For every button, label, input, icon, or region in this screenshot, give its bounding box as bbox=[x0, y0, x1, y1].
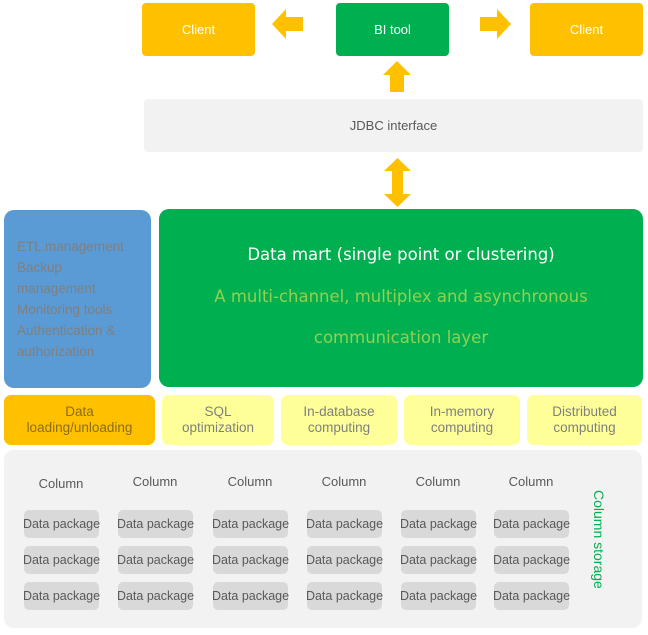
arrow-up-icon bbox=[383, 61, 411, 92]
management-line: authorization bbox=[17, 344, 95, 359]
column-header: Column bbox=[227, 474, 273, 489]
client-right-label: Client bbox=[569, 22, 604, 37]
feature-line: SQL bbox=[204, 404, 232, 419]
data-package: Data package bbox=[493, 546, 570, 574]
feature-line: Data bbox=[65, 404, 94, 419]
data-package: Data package bbox=[23, 582, 100, 610]
feature-line: computing bbox=[553, 420, 616, 435]
data-package: Data package bbox=[23, 546, 100, 574]
column-header: Column bbox=[415, 474, 461, 489]
data-package: Data package bbox=[306, 582, 383, 610]
data-package: Data package bbox=[23, 510, 100, 538]
data-package: Data package bbox=[212, 510, 289, 538]
column-header: Column bbox=[321, 474, 367, 489]
arrow-right-icon bbox=[480, 9, 511, 39]
management-line: ETL management bbox=[17, 239, 124, 254]
data-package: Data package bbox=[306, 546, 383, 574]
feature-line: In-database bbox=[303, 404, 375, 419]
data-package: Data package bbox=[493, 582, 570, 610]
data-package: Data package bbox=[117, 546, 194, 574]
management-line: Backup bbox=[17, 260, 63, 275]
column-header: Column bbox=[38, 476, 84, 491]
data-package: Data package bbox=[400, 546, 477, 574]
bi-tool-label: BI tool bbox=[374, 22, 411, 37]
data-mart-subtitle: A multi-channel, multiplex and asynchron… bbox=[159, 276, 643, 358]
data-package: Data package bbox=[493, 510, 570, 538]
data-package: Data package bbox=[212, 546, 289, 574]
feature-line: computing bbox=[430, 420, 494, 435]
feature-line: Distributed bbox=[552, 404, 617, 419]
data-mart-subtitle-line2: communication layer bbox=[313, 328, 489, 347]
column-header: Column bbox=[132, 474, 178, 489]
management-line: management bbox=[17, 281, 96, 296]
double-arrow-icon bbox=[384, 158, 411, 207]
data-mart-box: Data mart (single point or clustering) A… bbox=[159, 209, 643, 387]
data-package: Data package bbox=[117, 510, 194, 538]
data-package: Data package bbox=[117, 582, 194, 610]
bi-tool-box: BI tool bbox=[336, 3, 449, 56]
data-package: Data package bbox=[400, 582, 477, 610]
management-box: ETL management Backup management Monitor… bbox=[4, 210, 151, 388]
management-line: Authentication & bbox=[17, 323, 116, 338]
feature-line: optimization bbox=[181, 420, 255, 435]
feature-line: computing bbox=[307, 420, 371, 435]
data-mart-title: Data mart (single point or clustering) bbox=[247, 245, 555, 264]
jdbc-interface-box: JDBC interface bbox=[144, 99, 643, 152]
client-left-label: Client bbox=[181, 22, 216, 37]
data-package: Data package bbox=[306, 510, 383, 538]
client-right-box: Client bbox=[530, 3, 643, 56]
feature-line: loading/unloading bbox=[26, 420, 133, 435]
column-header: Column bbox=[508, 474, 554, 489]
management-line: Monitoring tools bbox=[17, 302, 113, 317]
arrow-left-icon bbox=[272, 9, 303, 39]
data-package: Data package bbox=[212, 582, 289, 610]
client-left-box: Client bbox=[142, 3, 255, 56]
data-mart-subtitle-line1: A multi-channel, multiplex and asynchron… bbox=[214, 287, 588, 306]
data-package: Data package bbox=[400, 510, 477, 538]
jdbc-interface-label: JDBC interface bbox=[349, 118, 438, 133]
column-storage-label: Column storage bbox=[591, 490, 607, 589]
feature-line: In-memory bbox=[429, 404, 495, 419]
